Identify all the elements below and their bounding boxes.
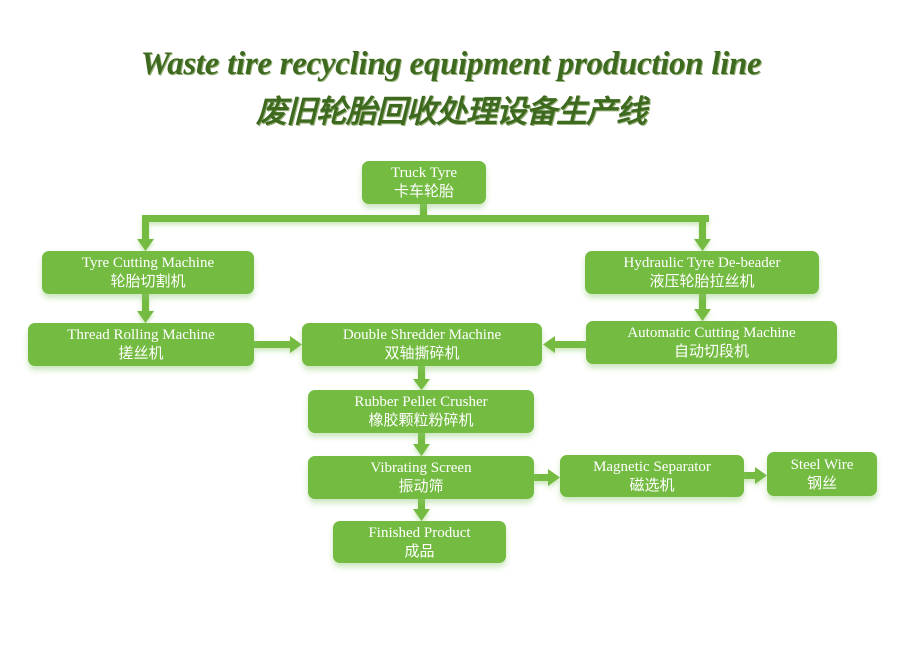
edge-rubber-pellet-to-vibrating-screen: [418, 432, 425, 445]
edge-truck-to-hydraulic: [699, 215, 706, 240]
node-label-en: Thread Rolling Machine: [67, 327, 215, 343]
node-label-en: Steel Wire: [790, 456, 854, 473]
node-double-shredder-machine: Double Shredder Machine 双轴撕碎机: [302, 323, 542, 366]
node-rubber-pellet-crusher: Rubber Pellet Crusher 橡胶颗粒粉碎机: [308, 390, 534, 433]
node-label-zh: 双轴撕碎机: [384, 344, 460, 362]
node-vibrating-screen: Vibrating Screen 振动筛: [308, 456, 534, 499]
node-label-zh: 成品: [404, 541, 435, 560]
edge-automatic-cutting-to-double-shredder: [554, 341, 586, 348]
arrowhead-thread-rolling: [137, 311, 154, 323]
node-thread-rolling-machine: Thread Rolling Machine 搓丝机: [28, 323, 254, 366]
arrowhead-hydraulic: [694, 239, 711, 251]
node-label-zh: 振动筛: [398, 477, 444, 495]
node-finished-product: Finished Product 成品: [333, 521, 506, 563]
node-label-zh: 卡车轮胎: [393, 182, 454, 200]
node-magnetic-separator: Magnetic Separator 磁选机: [560, 455, 744, 497]
arrowhead-double-shredder-left: [290, 336, 302, 353]
edge-hydraulic-to-automatic-cutting: [699, 293, 706, 310]
node-truck-tyre: Truck Tyre 卡车轮胎: [362, 161, 486, 204]
node-label-zh: 磁选机: [629, 475, 675, 494]
node-label-en: Truck Tyre: [390, 165, 458, 181]
edge-double-shredder-to-rubber-pellet: [418, 365, 425, 380]
edge-vibrating-screen-to-finished-product: [418, 498, 425, 510]
edge-truck-to-tyre-cutting: [142, 215, 149, 240]
edge-branch-bar: [142, 215, 709, 222]
arrowhead-tyre-cutting: [137, 239, 154, 251]
edge-tyre-cutting-to-thread-rolling: [142, 293, 149, 312]
arrowhead-finished-product: [413, 509, 430, 521]
arrowhead-rubber-pellet: [413, 379, 430, 390]
node-label-zh: 自动切段机: [673, 342, 749, 360]
node-label-en: Finished Product: [368, 524, 471, 541]
node-label-en: Rubber Pellet Crusher: [354, 394, 488, 410]
arrowhead-automatic-cutting: [694, 309, 711, 321]
arrowhead-steel-wire: [755, 467, 767, 484]
node-label-zh: 钢丝: [806, 473, 837, 492]
node-label-en: Tyre Cutting Machine: [81, 255, 215, 271]
edge-vibrating-screen-to-magnetic-separator: [534, 474, 549, 481]
arrowhead-double-shredder-right: [543, 336, 555, 353]
node-label-en: Vibrating Screen: [370, 460, 472, 476]
node-label-zh: 轮胎切割机: [110, 272, 186, 290]
node-label-zh: 搓丝机: [118, 344, 164, 362]
node-tyre-cutting-machine: Tyre Cutting Machine 轮胎切割机: [42, 251, 254, 294]
node-hydraulic-tyre-debeader: Hydraulic Tyre De-beader 液压轮胎拉丝机: [585, 251, 819, 294]
edge-thread-rolling-to-double-shredder: [254, 341, 291, 348]
node-label-en: Automatic Cutting Machine: [627, 325, 796, 341]
edge-truck-stem: [420, 203, 427, 218]
node-label-en: Hydraulic Tyre De-beader: [623, 255, 781, 271]
arrowhead-vibrating-screen: [413, 444, 430, 456]
title-chinese: 废旧轮胎回收处理设备生产线: [256, 94, 647, 130]
node-label-zh: 橡胶颗粒粉碎机: [368, 411, 474, 429]
node-steel-wire: Steel Wire 钢丝: [767, 452, 877, 496]
title-english: Waste tire recycling equipment productio…: [140, 46, 762, 82]
edge-magnetic-separator-to-steel-wire: [743, 472, 756, 479]
node-label-en: Magnetic Separator: [593, 458, 711, 475]
node-label-zh: 液压轮胎拉丝机: [649, 272, 755, 290]
node-automatic-cutting-machine: Automatic Cutting Machine 自动切段机: [586, 321, 837, 364]
node-label-en: Double Shredder Machine: [342, 327, 502, 343]
arrowhead-magnetic-separator: [548, 469, 560, 486]
